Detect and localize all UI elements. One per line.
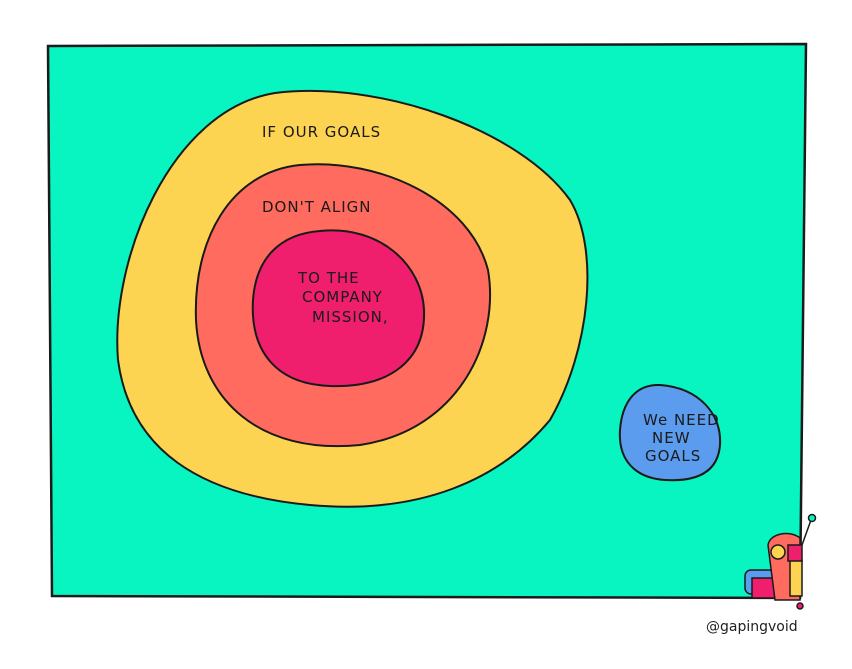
bubble-text-line-2: NEW (652, 429, 691, 447)
inner-text-line-1: TO THE (297, 269, 360, 287)
outer-ring-text: IF OUR GOALS (262, 123, 381, 141)
inner-text-line-2: COMPANY (302, 288, 383, 306)
gapingvoid-character-logo (744, 513, 817, 610)
inner-text-line-3: MISSION, (312, 308, 389, 326)
inner-mission-blob (251, 229, 426, 388)
credit-handle: @gapingvoid (706, 619, 798, 635)
bubble-text-line-1: We NEED (643, 411, 720, 429)
new-goals-bubble (618, 383, 722, 482)
middle-ring-text: DON'T ALIGN (262, 198, 372, 216)
bubble-text-line-3: GOALS (645, 447, 701, 465)
